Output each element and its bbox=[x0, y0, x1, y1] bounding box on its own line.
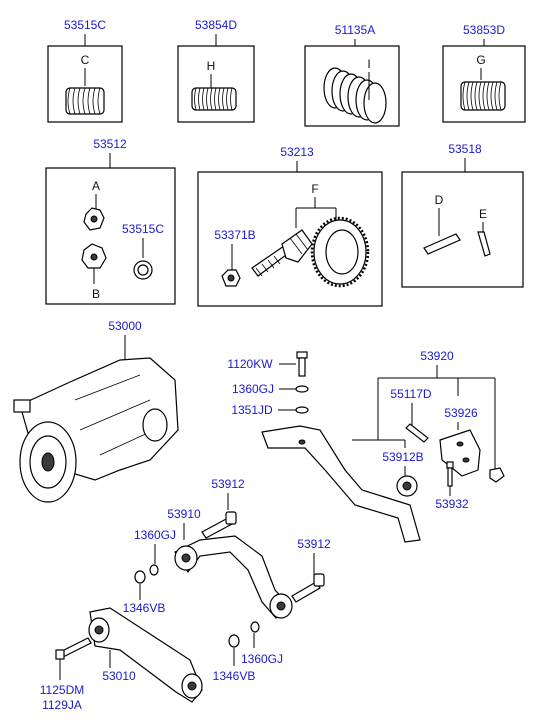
mount-crossbar-icon bbox=[261, 425, 421, 543]
differential-housing: 53000 bbox=[13, 319, 179, 503]
letter-b: B bbox=[92, 287, 100, 301]
label-53912b[interactable]: 53912B bbox=[382, 450, 423, 464]
label-1129ja[interactable]: 1129JA bbox=[42, 698, 82, 712]
label-53920[interactable]: 53920 bbox=[420, 349, 454, 363]
label-53932[interactable]: 53932 bbox=[435, 497, 469, 511]
label-51135a[interactable]: 51135A bbox=[335, 23, 375, 37]
label-53912-right[interactable]: 53912 bbox=[297, 537, 331, 551]
arm-53910-icon bbox=[174, 535, 293, 619]
pinion-gear-b-icon bbox=[81, 243, 107, 269]
label-53518[interactable]: 53518 bbox=[448, 142, 482, 156]
washer-left-icon bbox=[134, 564, 159, 584]
box-53512: 53512 A B 53515C bbox=[45, 137, 176, 305]
crossmember-53010-icon bbox=[88, 607, 203, 703]
label-53910[interactable]: 53910 bbox=[167, 507, 201, 521]
lock-pin-e-icon bbox=[477, 231, 491, 257]
spring-c-icon bbox=[65, 87, 105, 115]
letter-c: C bbox=[81, 53, 90, 67]
label-1346vb-bottom[interactable]: 1346VB bbox=[213, 669, 256, 683]
letter-h: H bbox=[207, 59, 216, 73]
box-53853d: 53853D G bbox=[442, 23, 526, 123]
letter-d: D bbox=[435, 193, 444, 207]
box-51135a: 51135A I bbox=[304, 23, 400, 127]
bolt-53912-top-icon bbox=[201, 511, 237, 539]
label-1351jd[interactable]: 1351JD bbox=[231, 403, 273, 417]
nut-53920-icon bbox=[489, 467, 505, 483]
bolt-53912-right-icon bbox=[291, 573, 325, 603]
control-arm-assembly: 53912 53910 1360GJ 1346VB 53912 bbox=[123, 477, 331, 619]
box-53518: 53518 D E bbox=[401, 142, 524, 288]
label-53926[interactable]: 53926 bbox=[444, 406, 478, 420]
spring-i-icon bbox=[323, 67, 387, 124]
letter-g: G bbox=[476, 53, 485, 67]
washer-bottom-icon bbox=[228, 621, 260, 648]
label-1125dm[interactable]: 1125DM bbox=[40, 683, 84, 697]
drive-pinion-icon bbox=[251, 229, 313, 277]
box-53854d: 53854D H bbox=[177, 18, 255, 123]
label-53010[interactable]: 53010 bbox=[102, 669, 136, 683]
box-53213: 53213 F 53371B bbox=[197, 145, 383, 307]
mount-assembly: 53920 55117D 53926 53912B 53932 bbox=[261, 349, 505, 543]
box-53515c: 53515C C bbox=[47, 18, 123, 123]
spring-h-icon bbox=[191, 87, 237, 111]
side-gear-a-icon bbox=[83, 207, 105, 231]
label-53371b[interactable]: 53371B bbox=[214, 228, 255, 242]
label-53213[interactable]: 53213 bbox=[280, 145, 314, 159]
crossmember-assembly: 1125DM 1129JA 53010 1360GJ 1346VB bbox=[40, 607, 283, 712]
pinion-nut-icon bbox=[221, 269, 241, 287]
label-1360gj-bottom[interactable]: 1360GJ bbox=[241, 652, 283, 666]
label-1360gj-left[interactable]: 1360GJ bbox=[134, 528, 176, 542]
letter-a: A bbox=[92, 179, 100, 193]
label-53512[interactable]: 53512 bbox=[93, 137, 127, 151]
spring-g-icon bbox=[460, 81, 506, 111]
ring-gear-icon bbox=[310, 216, 370, 288]
bolt-53932-icon bbox=[446, 461, 454, 487]
bushing-53912b-icon bbox=[396, 475, 418, 497]
label-53853d[interactable]: 53853D bbox=[463, 23, 505, 37]
top-bolt-stack: 1120KW 1360GJ 1351JD bbox=[227, 351, 309, 417]
label-1120kw[interactable]: 1120KW bbox=[227, 357, 273, 371]
bracket-53926-icon bbox=[439, 429, 481, 477]
label-53854d[interactable]: 53854D bbox=[195, 18, 237, 32]
pinion-shaft-d-icon bbox=[423, 233, 461, 255]
label-1346vb-left[interactable]: 1346VB bbox=[123, 601, 166, 615]
letter-i: I bbox=[367, 57, 370, 71]
label-1360gj-top[interactable]: 1360GJ bbox=[232, 382, 274, 396]
bolt-55117d-icon bbox=[405, 423, 429, 443]
label-53000[interactable]: 53000 bbox=[108, 319, 142, 333]
letter-e: E bbox=[479, 207, 487, 221]
label-53515c-washer[interactable]: 53515C bbox=[122, 222, 164, 236]
letter-f: F bbox=[311, 182, 318, 196]
thrust-washer-icon bbox=[133, 260, 153, 280]
label-53912-top[interactable]: 53912 bbox=[211, 477, 245, 491]
label-55117d[interactable]: 55117D bbox=[390, 387, 431, 401]
bolt-1125dm-icon bbox=[55, 637, 92, 660]
label-53515c[interactable]: 53515C bbox=[64, 18, 106, 32]
